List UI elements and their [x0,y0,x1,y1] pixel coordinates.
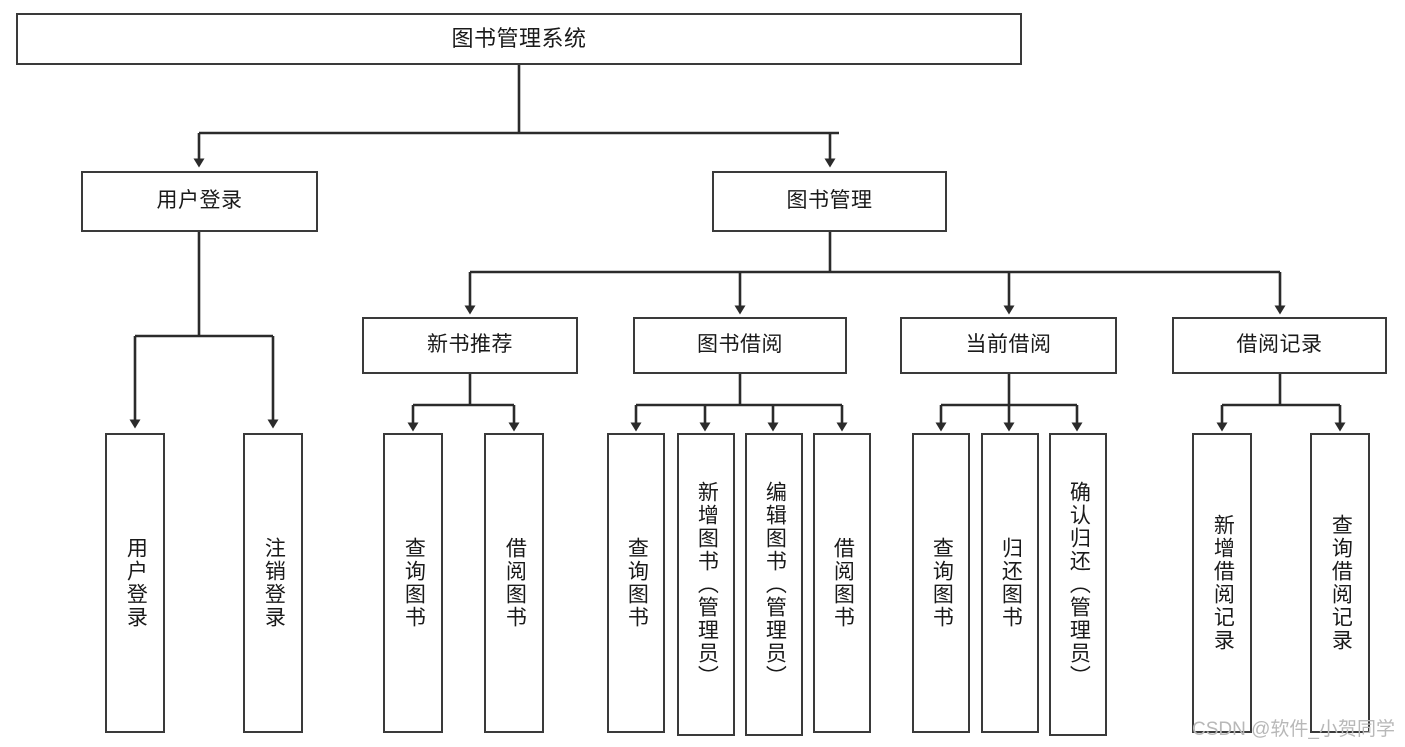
node-user-login-label: 用户登录 [156,189,243,213]
node-leaf-logout[interactable]: 注销登录 [243,433,303,733]
node-current-borrow[interactable]: 当前借阅 [900,317,1117,374]
node-leaf-rec-borrow-book[interactable]: 借阅图书 [484,433,544,733]
node-leaf-bb-borrow-book[interactable]: 借阅图书 [813,433,871,733]
node-leaf-bb-query-book-label: 查询图书 [625,537,649,629]
node-root-system-label: 图书管理系统 [451,26,587,52]
csdn-watermark: CSDN @软件_小贺同学 [1192,719,1395,740]
node-book-borrow[interactable]: 图书借阅 [633,317,847,374]
node-leaf-bb-edit-book-label: 编辑图书（管理员） [763,481,787,688]
node-current-borrow-label: 当前借阅 [965,333,1052,357]
node-leaf-br-add-record[interactable]: 新增借阅记录 [1192,433,1252,733]
node-book-manage[interactable]: 图书管理 [712,171,947,232]
node-leaf-bb-edit-book[interactable]: 编辑图书（管理员） [745,433,803,736]
node-user-login[interactable]: 用户登录 [81,171,318,232]
node-root-system[interactable]: 图书管理系统 [16,13,1022,65]
node-leaf-user-login[interactable]: 用户登录 [105,433,165,733]
node-leaf-br-query-record-label: 查询借阅记录 [1329,514,1353,652]
node-leaf-cb-query-book-label: 查询图书 [930,537,954,629]
node-borrow-record-label: 借阅记录 [1236,333,1323,357]
node-leaf-br-query-record[interactable]: 查询借阅记录 [1310,433,1370,733]
node-leaf-user-login-label: 用户登录 [124,537,148,629]
node-leaf-logout-label: 注销登录 [262,537,286,629]
node-leaf-bb-borrow-book-label: 借阅图书 [831,537,855,629]
node-leaf-cb-confirm-return[interactable]: 确认归还（管理员） [1049,433,1107,736]
node-book-borrow-label: 图书借阅 [697,333,783,357]
node-leaf-rec-borrow-book-label: 借阅图书 [503,537,527,629]
node-new-book-recommend[interactable]: 新书推荐 [362,317,578,374]
node-leaf-cb-confirm-return-label: 确认归还（管理员） [1067,481,1091,688]
node-leaf-br-add-record-label: 新增借阅记录 [1211,514,1235,652]
node-leaf-cb-return-book[interactable]: 归还图书 [981,433,1039,733]
node-leaf-cb-query-book[interactable]: 查询图书 [912,433,970,733]
node-book-manage-label: 图书管理 [786,189,873,213]
node-leaf-bb-add-book-label: 新增图书（管理员） [695,481,719,688]
node-leaf-bb-add-book[interactable]: 新增图书（管理员） [677,433,735,736]
node-leaf-rec-query-book[interactable]: 查询图书 [383,433,443,733]
node-new-book-recommend-label: 新书推荐 [427,333,513,357]
node-leaf-cb-return-book-label: 归还图书 [999,537,1023,629]
node-leaf-rec-query-book-label: 查询图书 [402,537,426,629]
node-borrow-record[interactable]: 借阅记录 [1172,317,1387,374]
node-leaf-bb-query-book[interactable]: 查询图书 [607,433,665,733]
